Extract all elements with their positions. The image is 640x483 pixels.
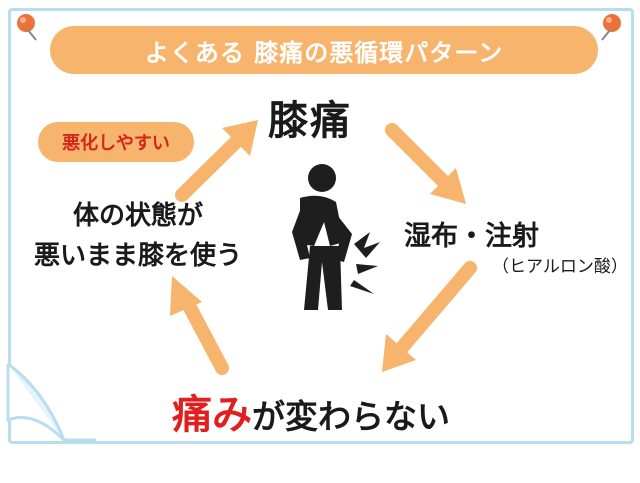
node-body-condition: 体の状態が 悪いまま膝を使う: [18, 196, 258, 276]
diagram-title: よくある 膝痛の悪循環パターン: [50, 26, 598, 74]
pain-emphasis: 痛み: [172, 392, 252, 438]
pain-unchanged-rest: が変わらない: [252, 397, 450, 436]
pushpin-icon: [601, 14, 621, 41]
worsening-badge: 悪化しやすい: [38, 122, 194, 162]
node-body-condition-line2: 悪いまま膝を使う: [33, 241, 242, 271]
node-pain-unchanged: 痛みが変わらない: [172, 382, 450, 440]
node-treatment-note: （ヒアルロン酸）: [492, 257, 628, 277]
node-body-condition-line1: 体の状態が: [72, 201, 203, 231]
pain-burst-icon: [350, 232, 380, 294]
pushpin-icon: [17, 14, 37, 41]
node-knee-pain: 膝痛: [268, 98, 352, 144]
node-treatment: 湿布・注射: [404, 221, 539, 252]
knee-pain-figure-icon: [292, 164, 380, 310]
page-curl: [6, 362, 96, 442]
